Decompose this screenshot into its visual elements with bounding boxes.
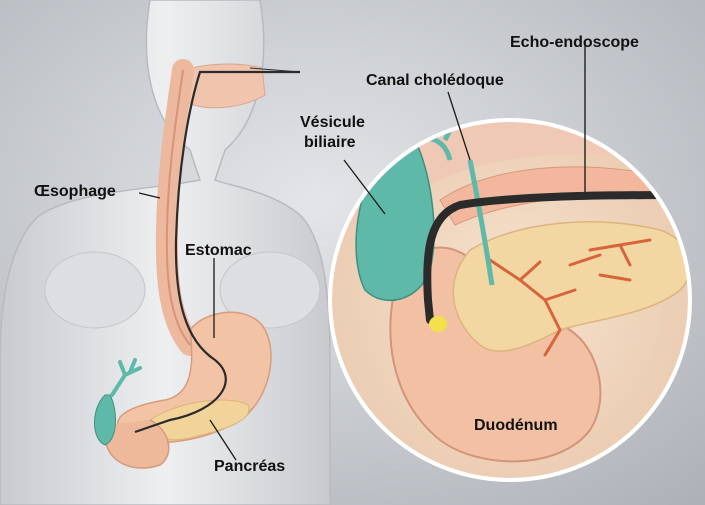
magnified-view bbox=[328, 118, 692, 482]
label-estomac: Estomac bbox=[185, 242, 252, 259]
label-echo-endoscope: Echo-endoscope bbox=[510, 34, 639, 51]
label-vesicule-line1: Vésicule bbox=[300, 114, 365, 131]
duodenum-small bbox=[103, 419, 170, 469]
gallbladder-small bbox=[94, 394, 116, 446]
label-vesicule-line2: biliaire bbox=[304, 134, 356, 151]
label-duodenum: Duodénum bbox=[474, 417, 558, 434]
echo-endoscope-detail bbox=[423, 191, 688, 324]
bile-duct bbox=[467, 159, 495, 286]
pancreas-large bbox=[452, 221, 688, 352]
echo-endoscope-body bbox=[134, 70, 300, 434]
ultrasound-probe bbox=[429, 316, 447, 332]
label-pancreas: Pancréas bbox=[214, 458, 286, 475]
label-canal-choledoque: Canal cholédoque bbox=[366, 72, 504, 89]
label-oesophage: Œsophage bbox=[34, 183, 116, 200]
blood-vessels bbox=[488, 238, 652, 357]
leader-lines bbox=[138, 91, 471, 461]
mouth-cavity bbox=[174, 63, 266, 109]
